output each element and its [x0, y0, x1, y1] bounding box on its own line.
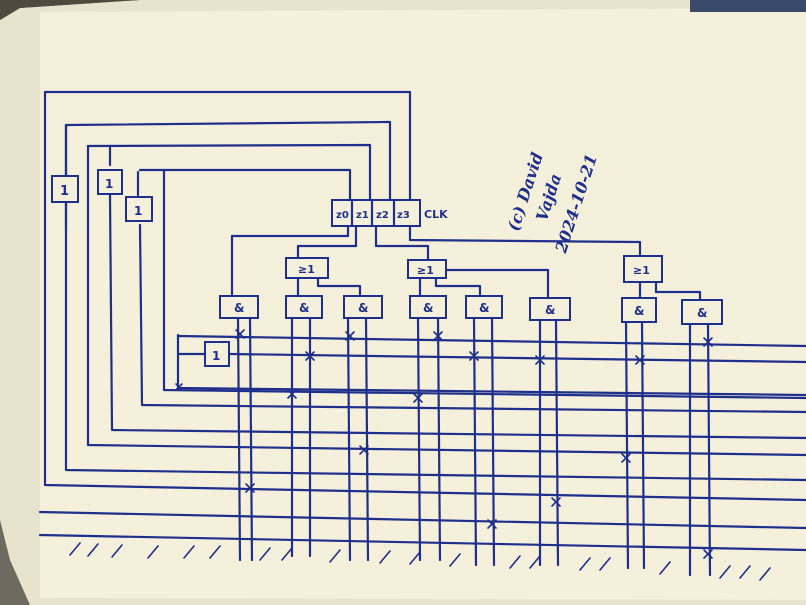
register-to-or-wires [230, 224, 642, 298]
and-gate-2-label: & [299, 301, 309, 315]
and-gate-5: & [465, 295, 503, 319]
connection-marks [175, 329, 713, 559]
or-gate-2: ≥1 [407, 259, 447, 279]
and-gate-6-label: & [545, 303, 555, 317]
ground-hatches [69, 542, 771, 581]
not-gate-4: 1 [204, 341, 230, 367]
and-gate-2: & [285, 295, 323, 319]
and-gate-1: & [219, 295, 259, 319]
or-gate-3: ≥1 [623, 255, 663, 283]
register-bit-z0: z0 [336, 210, 349, 221]
not-gate-1-label: 1 [60, 184, 69, 199]
and-gate-1-label: & [234, 301, 244, 315]
input-lines [38, 510, 806, 552]
and-gate-8: & [681, 299, 723, 325]
or-gate-3-label: ≥1 [633, 264, 650, 277]
or-gate-2-label: ≥1 [417, 264, 434, 277]
clock-label: CLK [424, 208, 448, 221]
not-gate-1: 1 [51, 175, 79, 203]
or-gate-1: ≥1 [285, 257, 329, 279]
and-gate-7-label: & [634, 304, 644, 318]
and-gate-4: & [409, 295, 447, 319]
and-gate-3: & [343, 295, 383, 319]
and-gates: & & & & & & & & [219, 295, 723, 325]
not-gate-4-label: 1 [212, 349, 220, 363]
and-gate-8-label: & [697, 306, 707, 320]
not-gate-3: 1 [125, 196, 153, 222]
or-gate-1-label: ≥1 [298, 263, 315, 276]
not-gate-2-label: 1 [105, 177, 113, 191]
register-bit-z2: z2 [376, 210, 389, 221]
and-gate-7: & [621, 297, 657, 323]
and-gate-5-label: & [479, 301, 489, 315]
feedback-wires [43, 90, 806, 502]
not-gate-2: 1 [97, 169, 123, 195]
and-gate-4-label: & [423, 301, 433, 315]
or-to-and-wires [296, 268, 702, 302]
not-gate-3-label: 1 [134, 204, 142, 218]
register-bit-z1: z1 [356, 210, 369, 221]
and-gate-3-label: & [358, 301, 368, 315]
and-gate-6: & [529, 297, 571, 321]
register-bit-z3: z3 [397, 210, 410, 221]
